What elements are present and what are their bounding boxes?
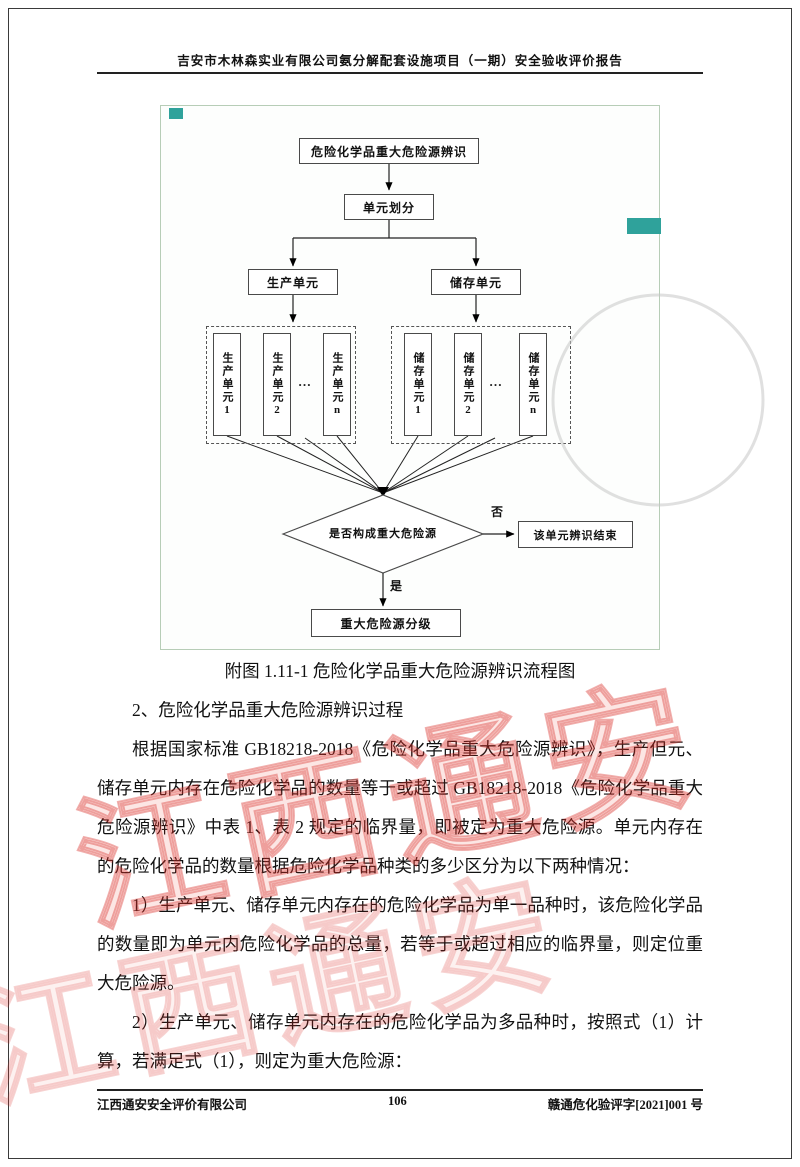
decision-no-label: 否 [491, 505, 504, 519]
flowchart-node-decision: 是否构成重大危险源 [329, 528, 437, 540]
production-ellipsis: … [298, 374, 311, 389]
flowchart-node-grading: 重大危险源分级 [311, 609, 461, 637]
page-footer: 江西通安安全评价有限公司 106 赣通危化验评字[2021]001 号 [97, 1094, 703, 1113]
figure-caption: 附图 1.11-1 危险化学品重大危险源辨识流程图 [224, 661, 576, 681]
flowchart-node-storage-sub-1: 储存单元1 [404, 333, 432, 436]
footer-rule [97, 1089, 703, 1091]
flowchart-node-end: 该单元辨识结束 [518, 521, 633, 548]
scan-artifact-right [627, 218, 661, 234]
flowchart-node-storage-unit: 储存单元 [431, 269, 521, 295]
paragraph-2: 1）生产单元、储存单元内存在的危险化学品为单一品种时，该危险化学品的数量即为单元… [97, 895, 703, 993]
footer-company: 江西通安安全评价有限公司 [97, 1098, 248, 1112]
flowchart-node-storage-sub-2: 储存单元2 [454, 333, 482, 436]
footer-doc-number: 赣通危化验评字[2021]001 号 [547, 1098, 703, 1112]
section-heading: 2、危险化学品重大危险源辨识过程 [132, 700, 404, 720]
scan-artifact-top [169, 108, 183, 119]
decision-yes-label: 是 [390, 579, 403, 593]
header-rule [97, 72, 703, 74]
storage-ellipsis: … [489, 374, 502, 389]
flowchart-node-unit-division: 单元划分 [344, 194, 434, 220]
production-units-group [206, 326, 356, 444]
body-text: 附图 1.11-1 危险化学品重大危险源辨识流程图 2、危险化学品重大危险源辨识… [97, 652, 703, 1081]
flowchart-node-identification: 危险化学品重大危险源辨识 [299, 138, 479, 164]
flowchart-node-production-sub-1: 生产单元1 [213, 333, 241, 436]
header-title: 吉安市木林森实业有限公司氨分解配套设施项目（一期）安全验收评价报告 [177, 54, 623, 68]
flowchart-node-production-unit: 生产单元 [248, 269, 338, 295]
paragraph-1: 根据国家标准 GB18218-2018《危险化学品重大危险源辨识》，生产但元、储… [97, 739, 703, 876]
flowchart-node-production-sub-n: 生产单元n [323, 333, 351, 436]
flowchart: 危险化学品重大危险源辨识 单元划分 生产单元 储存单元 生产单元1 生产单元2 … [160, 105, 661, 650]
flowchart-node-production-sub-2: 生产单元2 [263, 333, 291, 436]
paragraph-3: 2）生产单元、储存单元内存在的危险化学品为多品种时，按照式（1）计算，若满足式（… [97, 1012, 703, 1071]
footer-page-number: 106 [388, 1094, 407, 1108]
flowchart-node-storage-sub-n: 储存单元n [519, 333, 547, 436]
